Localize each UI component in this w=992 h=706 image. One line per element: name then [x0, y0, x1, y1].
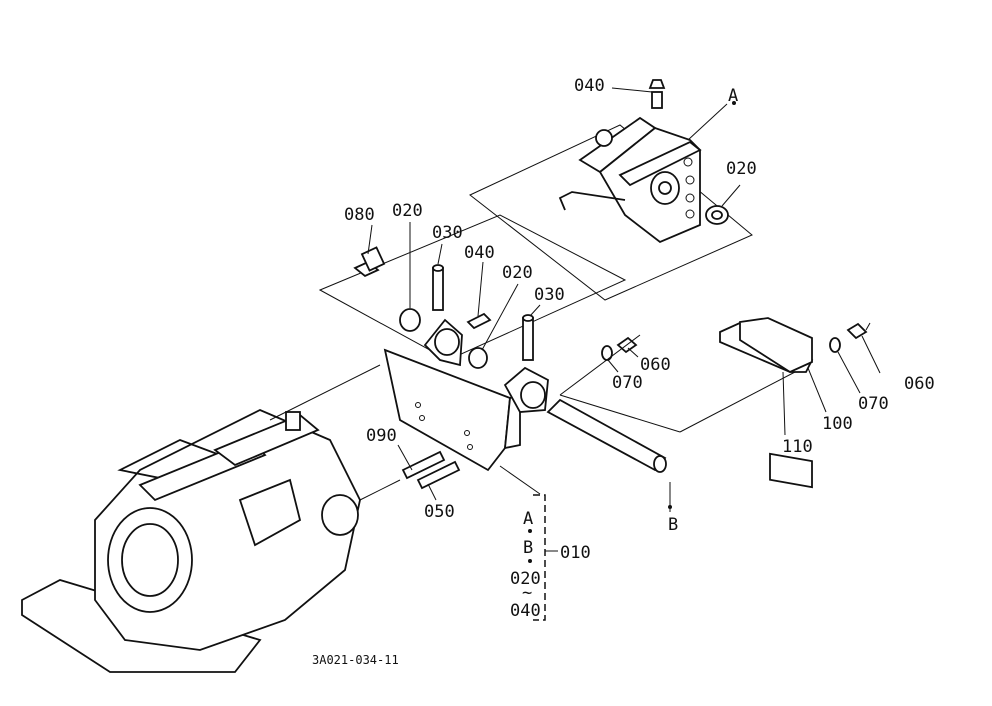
bracket-plate [383, 348, 511, 472]
label-080: 080 [344, 205, 375, 225]
transmission-housing [21, 409, 361, 673]
label-bracket-020: 020 [510, 569, 541, 589]
middle-hardware [353, 246, 534, 369]
housing-side [238, 478, 302, 547]
bushing-020-mid [468, 347, 488, 369]
label-020-b: 020 [502, 263, 533, 283]
bracket-plate-hole [415, 402, 421, 408]
grease-fitting-top [651, 91, 663, 109]
leader-lines [269, 87, 881, 512]
pin-030-left-top [432, 264, 444, 272]
callout-bracket-010 [533, 494, 546, 621]
assembly-a-hole [685, 209, 695, 219]
housing-flange-bore [121, 523, 179, 597]
hardware-plane [318, 214, 627, 361]
bushing-020-left [399, 308, 421, 332]
pin-030-right-top [522, 314, 534, 322]
assembly-a-roller-bore [658, 181, 672, 195]
block-100 [769, 452, 813, 489]
label-040-top: 040 [574, 76, 605, 96]
drawing-number: 3A021-034-11 [312, 653, 399, 667]
label-030-b: 030 [534, 285, 565, 305]
bracket-ear-left-bore [434, 328, 460, 356]
label-060-left: 060 [640, 355, 671, 375]
label-040: 040 [464, 243, 495, 263]
label-060-right: 060 [904, 374, 935, 394]
assembly-a-rod [558, 191, 626, 211]
stud-050 [416, 460, 461, 490]
label-bracket-b: B [523, 538, 533, 558]
label-bracket-tilde: ~ [522, 583, 532, 603]
main-bracket-plate [383, 318, 549, 472]
grease-fitting-cap [648, 79, 666, 89]
bushing-top-right-bore [711, 210, 723, 220]
bracket-plate-hole [464, 430, 470, 436]
housing-boss [285, 411, 301, 431]
label-110: 110 [782, 437, 813, 457]
assembly-a-bracket [469, 79, 753, 301]
housing-output-port [321, 494, 359, 536]
bracket-dot [528, 559, 532, 563]
shaft-body [546, 398, 667, 472]
label-030-a: 030 [432, 223, 463, 243]
label-090: 090 [366, 426, 397, 446]
grease-fitting-040 [466, 312, 492, 330]
assembly-a-flange [618, 140, 702, 187]
bracket-dot [528, 529, 532, 533]
right-hardware [601, 317, 868, 489]
label-020-top: 020 [726, 159, 757, 179]
pin-030-right [522, 317, 534, 361]
plate-100 [739, 317, 813, 374]
washer-070-right [829, 337, 841, 353]
label-dot [732, 101, 736, 105]
label-070-left: 070 [612, 373, 643, 393]
nut-060-right [846, 322, 868, 340]
stud-090 [401, 450, 446, 480]
label-bracket-a: A [523, 509, 533, 529]
pin-030-left [432, 267, 444, 311]
shaft-b [546, 398, 667, 473]
label-dot [668, 505, 672, 509]
assembly-a-plane [469, 124, 753, 301]
assembly-a-hole [685, 175, 695, 185]
bracket-ear-right-bore [520, 381, 546, 409]
washer-070-left [601, 345, 613, 361]
label-020-a: 020 [392, 201, 423, 221]
bracket-plate-hole [467, 444, 473, 450]
assembly-a-hole [685, 193, 695, 203]
shaft-end [653, 455, 667, 473]
label-050: 050 [424, 502, 455, 522]
assembly-a-roller [650, 171, 680, 205]
assembly-a-hole [683, 157, 693, 167]
label-010: 010 [560, 543, 591, 563]
label-a-top: A [728, 86, 738, 106]
label-100: 100 [822, 414, 853, 434]
label-b-shaft: B [668, 515, 678, 535]
assembly-a-boss [595, 129, 613, 147]
bracket-plate-hole [419, 415, 425, 421]
label-bracket-040: 040 [510, 601, 541, 621]
bushing-top-right [705, 205, 729, 225]
label-070-right: 070 [858, 394, 889, 414]
callout-labels: 040 A 020 080 020 030 040 020 030 060 07… [312, 76, 935, 667]
bolt-080-head [360, 246, 386, 272]
studs [401, 450, 461, 490]
